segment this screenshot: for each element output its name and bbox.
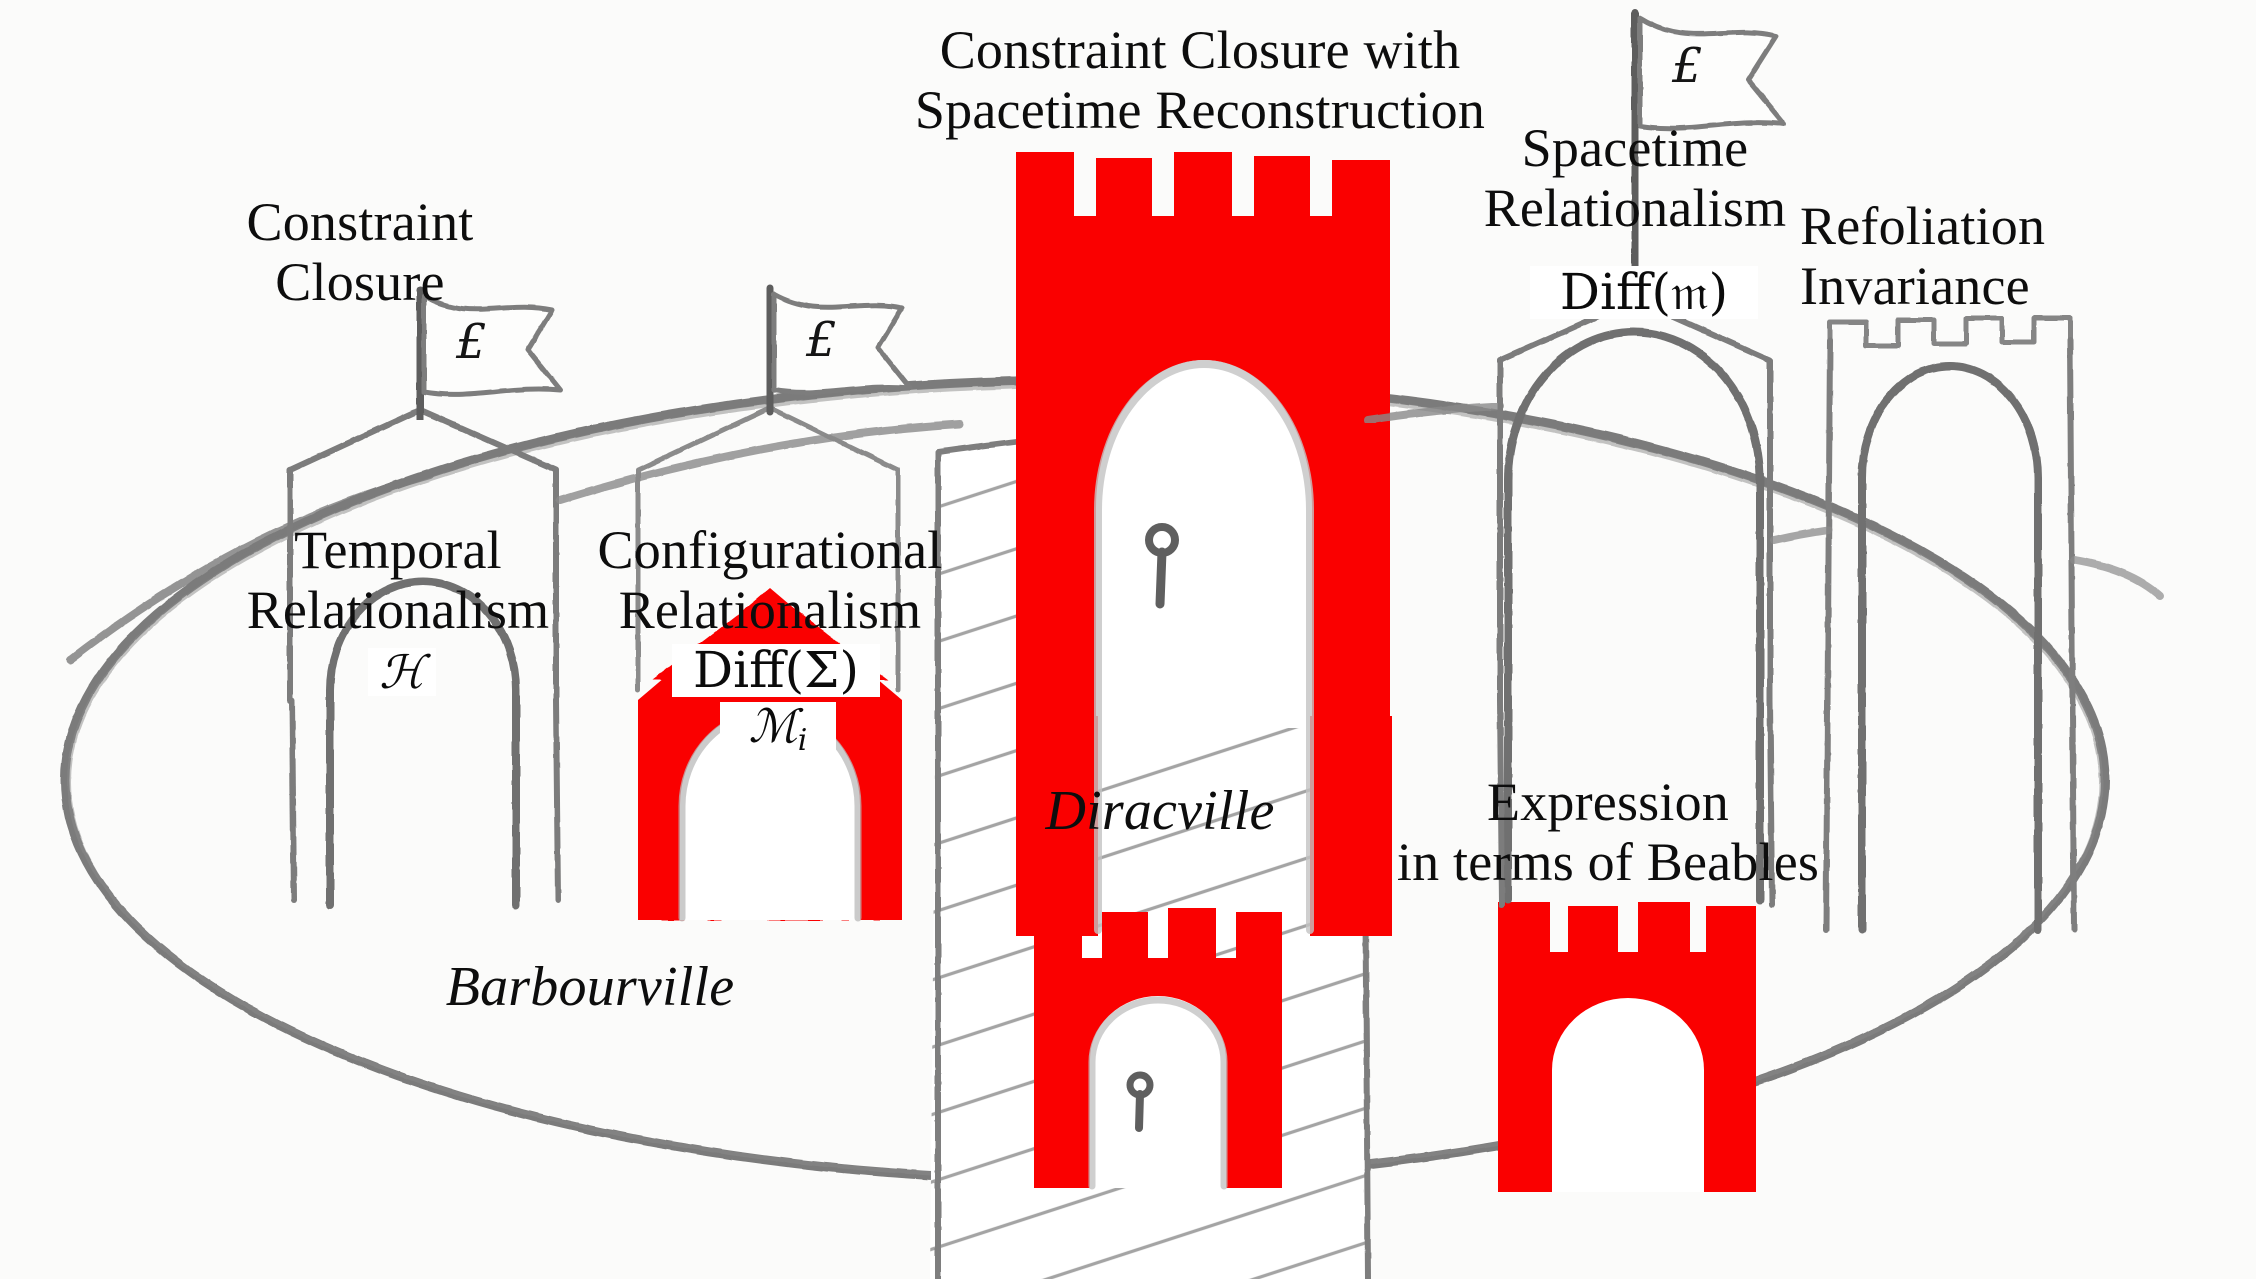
label-temporal-relationalism: Temporal Relationalism [246, 520, 550, 641]
symbol-momentum-index: i [797, 723, 808, 758]
tower-constraint-closure-spacetime [1016, 152, 1392, 936]
label-expression-beables: Expression in terms of Beables [1396, 772, 1820, 893]
title-constraint-closure: Constraint Closure [246, 192, 474, 313]
tower-refoliation-invariance [1823, 315, 2077, 934]
keyhole-icon-lower [1126, 1071, 1154, 1132]
place-name-diracville: Diracville [1045, 780, 1275, 842]
label-configurational-relationalism: Configurational Relationalism [597, 520, 943, 641]
flag-letter-spacetime-relationalism: £ [1672, 38, 1703, 94]
flag-letter-temporal-relationalism: £ [456, 314, 487, 370]
flag-letter-configurational-relationalism: £ [806, 312, 837, 368]
symbol-momentum-letter: ℳ [748, 699, 798, 753]
place-name-barbourville: Barbourville [445, 956, 735, 1018]
title-spacetime-relationalism: Spacetime Relationalism [1483, 118, 1787, 239]
curtain-wall-right [1770, 526, 2164, 600]
arch-spacetime-relationalism [1497, 8, 1787, 908]
curtain-wall-left [66, 471, 434, 664]
arch-temporal-relationalism [287, 286, 563, 909]
symbol-momentum-constraint: ℳi [720, 702, 836, 757]
gatehouse-beables [1498, 902, 1756, 1192]
symbol-diff-sigma: Diff(Σ) [672, 644, 880, 697]
tower-diracville-lower [1034, 908, 1282, 1190]
curtain-wall-center-right [1364, 402, 1504, 424]
symbol-hamiltonian: ℋ [368, 648, 436, 696]
title-constraint-closure-spacetime: Constraint Closure with Spacetime Recons… [914, 20, 1486, 141]
curtain-wall-center-left [556, 420, 964, 504]
title-refoliation-invariance: Refoliation Invariance [1800, 196, 2046, 317]
keyhole-icon [1145, 523, 1179, 609]
symbol-diff-m: Diff(𝔪) [1530, 266, 1758, 319]
